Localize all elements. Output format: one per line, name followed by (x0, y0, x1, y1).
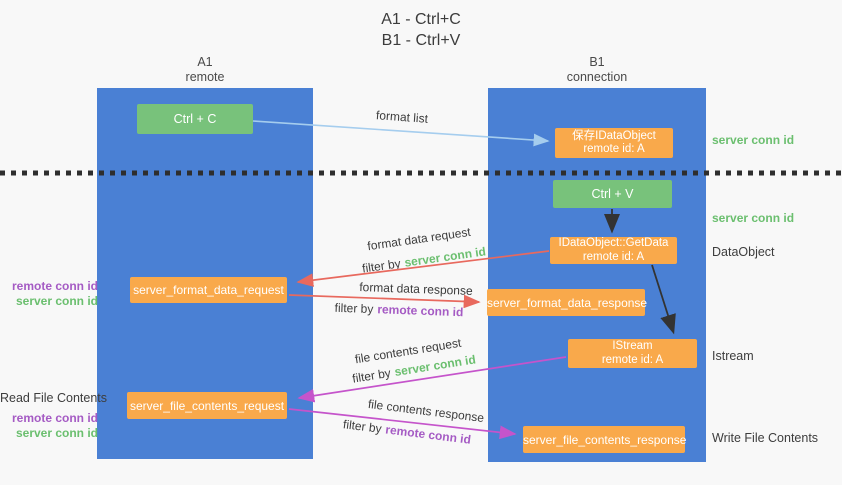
getdata-title: IDataObject::GetData (558, 237, 669, 249)
ctrl-v-label: Ctrl + V (591, 187, 634, 201)
save-dataobject-remote-id: remote id: A (583, 143, 645, 155)
idataobject-getdata-box: IDataObject::GetData remote id: A (550, 237, 677, 264)
server-format-data-response-label: server_format_data_response (487, 295, 648, 310)
dataobject-side-label: DataObject (712, 245, 775, 259)
server-format-data-request-box: server_format_data_request (130, 277, 287, 303)
lifeline-b1-name: B1 (589, 55, 605, 69)
remote-conn-id-left-1: remote conn id (11, 279, 98, 293)
server-format-data-request-label: server_format_data_request (133, 283, 284, 297)
server-conn-id-right-top: server conn id (712, 133, 795, 147)
read-file-contents-label: Read File Contents (0, 391, 108, 405)
server-file-contents-request-label: server_file_contents_request (129, 398, 285, 413)
save-dataobject-title: 保存IDataObject (572, 129, 656, 142)
lifeline-b1-role: connection (566, 70, 628, 84)
remote-conn-id-text: remote conn id (377, 302, 464, 320)
remote-conn-id-left-2: remote conn id (11, 411, 98, 425)
write-file-contents-label: Write File Contents (712, 431, 819, 445)
title-line-2: B1 - Ctrl+V (381, 32, 461, 49)
server-conn-id-right-mid: server conn id (712, 211, 795, 225)
ctrl-c-label: Ctrl + C (173, 112, 217, 126)
filter-by-text: filter by (361, 256, 402, 276)
istream-remote-id: remote id: A (601, 353, 664, 366)
file-contents-response-label: file contents response (367, 396, 485, 426)
ctrl-v-action-box: Ctrl + V (553, 180, 672, 208)
format-list-label: format list (375, 108, 429, 126)
save-dataobject-box: 保存IDataObject remote id: A (555, 128, 673, 158)
server-file-contents-response-box: server_file_contents_response (523, 426, 687, 453)
ctrl-c-action-box: Ctrl + C (137, 104, 253, 134)
lifeline-header-a1: A1 remote (97, 55, 313, 85)
server-format-data-response-box: server_format_data_response (487, 289, 648, 316)
istream-side-label: Istream (712, 349, 754, 363)
lifeline-a1-role: remote (185, 70, 225, 84)
server-conn-id-text: server conn id (403, 244, 487, 270)
filter-by-text: filter by (342, 417, 383, 436)
filter-by-text: filter by (334, 300, 374, 317)
istream-title: IStream (612, 340, 653, 352)
title-line-1: A1 - Ctrl+C (381, 11, 461, 28)
server-conn-id-left-1: server conn id (15, 293, 98, 308)
server-file-contents-request-box: server_file_contents_request (127, 392, 287, 419)
istream-box: IStream remote id: A (568, 339, 697, 368)
server-file-contents-response-label: server_file_contents_response (523, 432, 687, 447)
left-conn-id-block-2: remote conn id server conn id (0, 411, 98, 440)
filter-by-text: filter by (351, 365, 392, 386)
format-data-response-label: format data response (359, 280, 473, 298)
server-conn-id-left-2: server conn id (15, 425, 98, 440)
left-conn-id-block-1: remote conn id server conn id (0, 279, 98, 308)
getdata-remote-id: remote id: A (582, 250, 645, 263)
diagram-title: A1 - Ctrl+C B1 - Ctrl+V (0, 9, 842, 51)
lifeline-a1-name: A1 (197, 55, 213, 69)
lifeline-header-b1: B1 connection (488, 55, 706, 85)
remote-conn-id-text: remote conn id (384, 422, 472, 447)
